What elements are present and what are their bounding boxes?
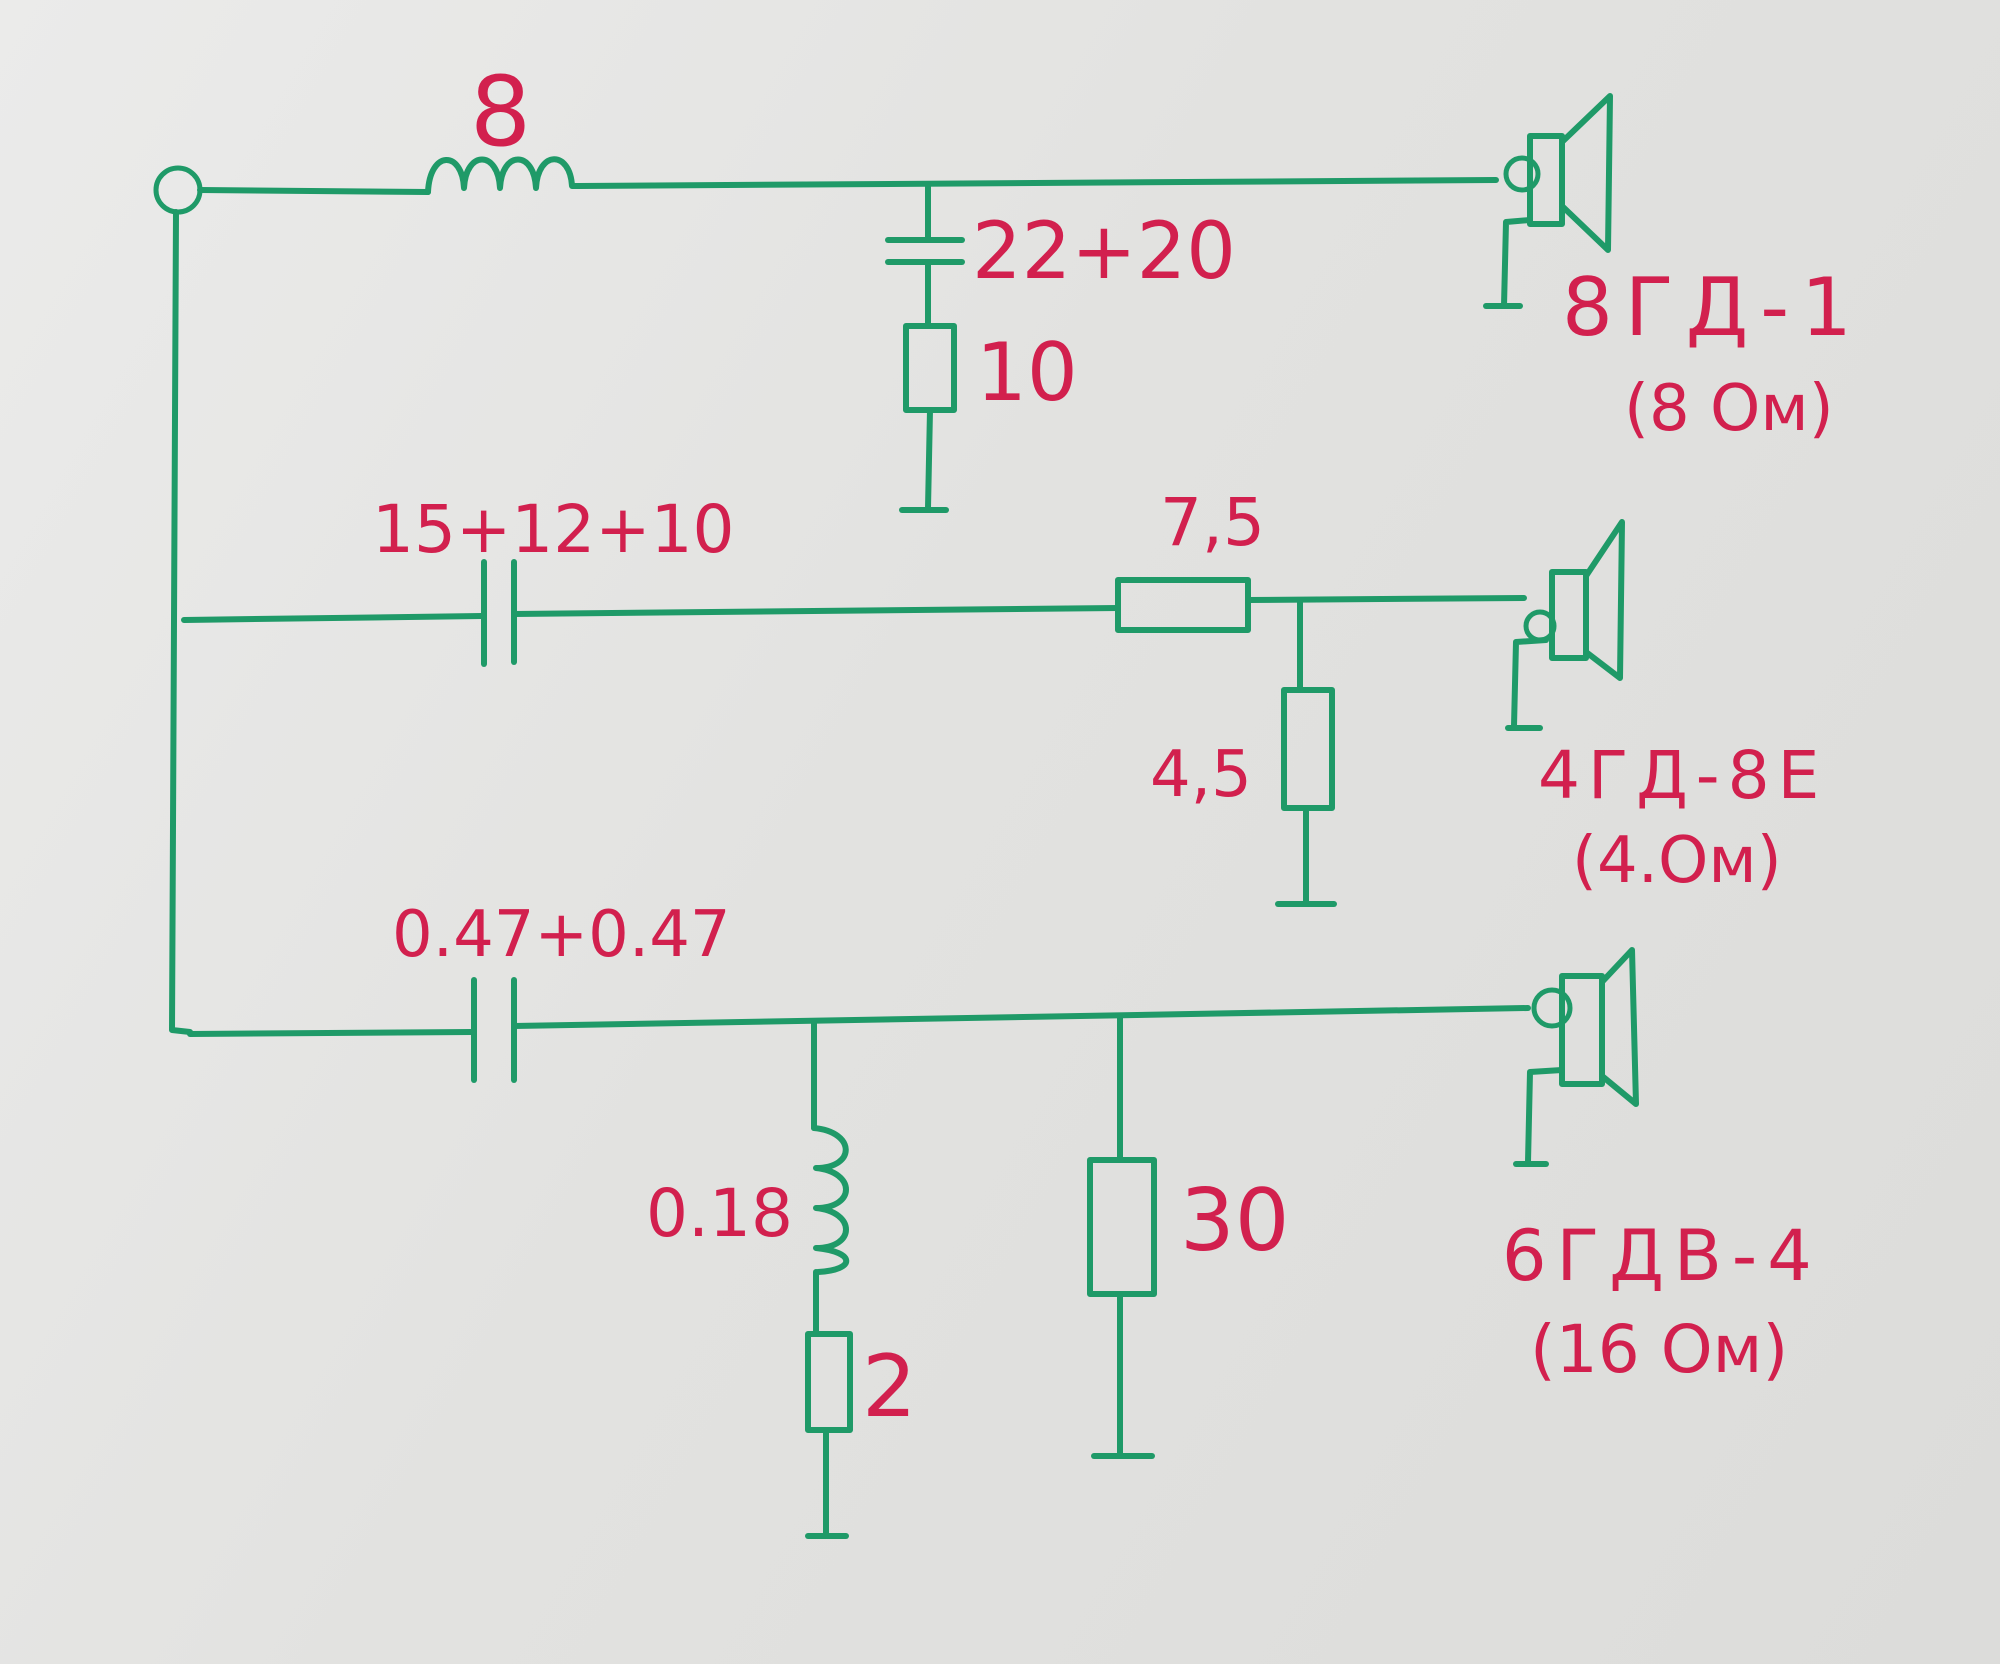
resistor-4-5 <box>1281 687 1335 811</box>
label-speaker-6gdv4-model: 6ГДВ-4 <box>1502 1215 1822 1297</box>
label-capacitor-22-20: 22+20 <box>972 207 1236 297</box>
label-resistor-7-5: 7,5 <box>1160 484 1265 561</box>
label-capacitor-15-12-10: 15+12+10 <box>372 491 735 568</box>
label-speaker-8gd1-impedance: (8 Ом) <box>1624 372 1834 446</box>
spk1-return-wire <box>1501 217 1533 309</box>
mid-wire-right <box>1245 595 1527 603</box>
mid-wire-left <box>181 613 485 623</box>
inductor-0-18 <box>811 1125 850 1275</box>
resistor-7-5 <box>1115 577 1251 633</box>
speaker-6gdv4-cone <box>1599 947 1639 1107</box>
top-shunt-wire-lower <box>925 407 933 511</box>
resistor-30 <box>1087 1157 1157 1297</box>
speaker-6gdv4-magnet <box>1559 973 1605 1087</box>
common-bus-wire <box>169 209 193 1035</box>
label-resistor-30: 30 <box>1180 1171 1289 1271</box>
speaker-4gd8e-cone <box>1583 519 1625 681</box>
spk3-return-wire <box>1525 1067 1565 1165</box>
spk2-return-wire <box>1511 637 1549 729</box>
speaker-4gd8e-magnet <box>1549 569 1589 661</box>
label-speaker-8gd1-model: 8ГД-1 <box>1562 261 1864 354</box>
top-wire-right <box>575 177 1499 189</box>
label-speaker-4gd8e-model: 4ГД-8Е <box>1538 737 1827 814</box>
label-resistor-10: 10 <box>976 326 1078 419</box>
resistor-10 <box>903 323 957 413</box>
resistor-2 <box>805 1331 853 1433</box>
mid-wire-center <box>511 605 1121 617</box>
top-wire-left <box>197 187 431 195</box>
label-capacitor-047-047: 0.47+0.47 <box>392 898 731 972</box>
label-speaker-4gd8e-impedance: (4.Ом) <box>1572 824 1782 898</box>
spk1-terminal <box>1503 155 1541 193</box>
inductor-top <box>425 156 581 195</box>
label-resistor-2: 2 <box>862 1337 917 1437</box>
speaker-8gd1-cone <box>1559 93 1613 253</box>
label-inductor-0-18: 0.18 <box>646 1175 793 1252</box>
spk3-terminal <box>1531 987 1573 1029</box>
label-inductor-8: 8 <box>470 56 531 168</box>
speaker-8gd1-magnet <box>1527 133 1565 227</box>
input-terminal <box>153 165 203 215</box>
label-speaker-6gdv4-impedance: (16 Ом) <box>1530 1311 1788 1388</box>
low-wire-right <box>511 1005 1531 1029</box>
low-wire-left <box>187 1029 475 1037</box>
label-resistor-4-5: 4,5 <box>1150 738 1252 812</box>
